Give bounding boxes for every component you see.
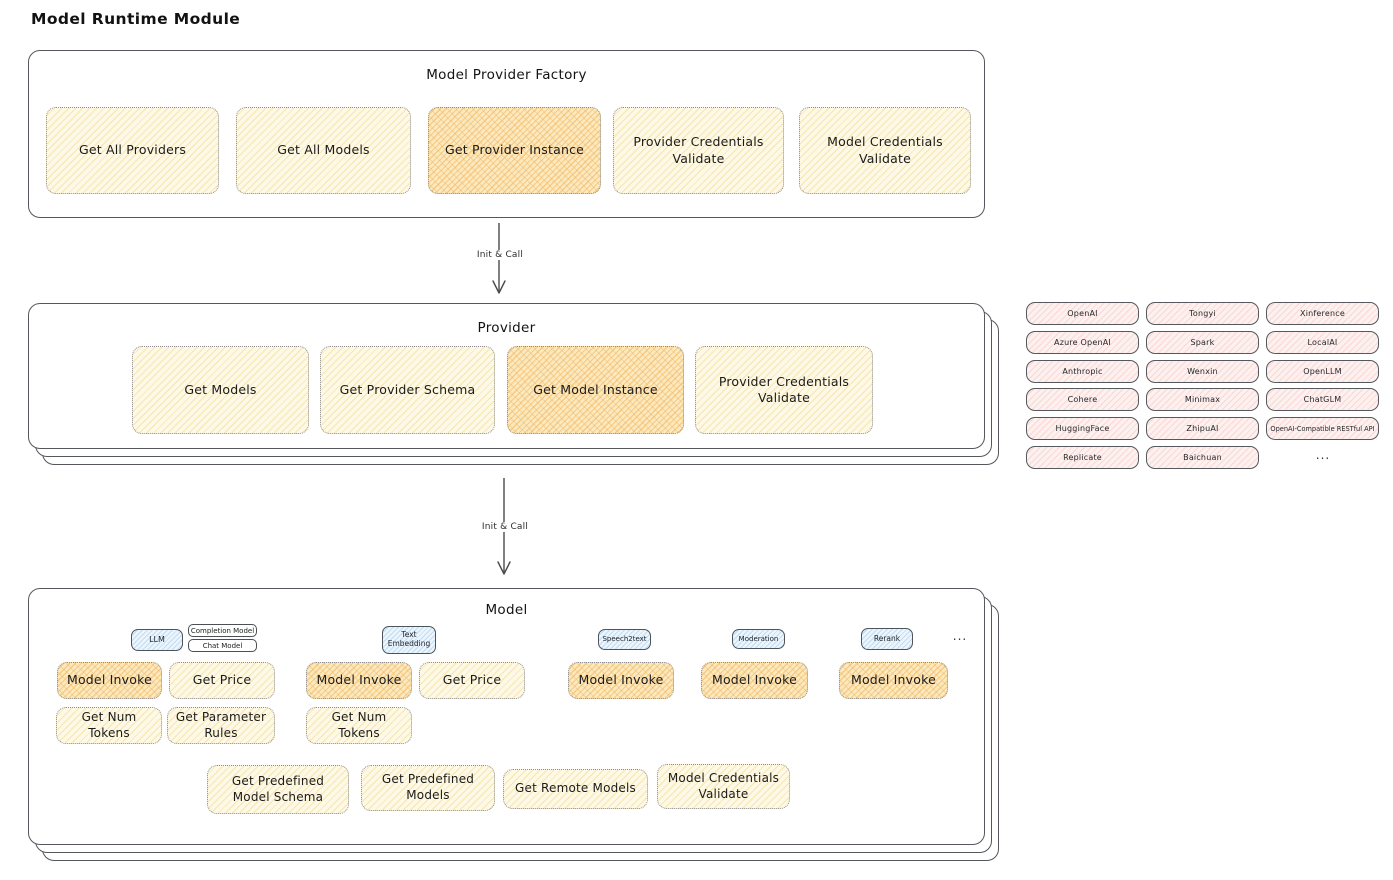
provider-chip-wenxin: Wenxin — [1146, 360, 1259, 383]
provider-chip-anthropic: Anthropic — [1026, 360, 1139, 383]
tag-moderation: Moderation — [732, 629, 785, 649]
tag-text-embedding: Text Embedding — [382, 626, 436, 654]
tag-chat-model: Chat Model — [188, 639, 257, 652]
provider-box-title: Provider — [477, 320, 536, 336]
model-tags-more: ... — [952, 629, 968, 643]
node-provider-credentials-validate-2: Provider Credentials Validate — [695, 346, 873, 434]
provider-chip-openai: OpenAI — [1026, 302, 1139, 325]
provider-chip-minimax: Minimax — [1146, 388, 1259, 411]
node-get-all-providers: Get All Providers — [46, 107, 219, 194]
provider-chip-xinference: Xinference — [1266, 302, 1379, 325]
provider-chip-spark: Spark — [1146, 331, 1259, 354]
provider-chip-openai-compatible-restful-api: OpenAI-Compatible RESTful API — [1266, 417, 1379, 440]
node-get-num-tokens-text-embedding: Get Num Tokens — [306, 707, 412, 744]
init-call-label-2: Init & Call — [473, 522, 537, 532]
node-get-provider-schema: Get Provider Schema — [320, 346, 495, 434]
node-get-provider-instance: Get Provider Instance — [428, 107, 601, 194]
provider-box: Provider Get Models Get Provider Schema … — [28, 303, 985, 449]
node-get-predefined-models: Get Predefined Models — [361, 765, 495, 811]
node-get-model-instance: Get Model Instance — [507, 346, 684, 434]
tag-rerank: Rerank — [861, 628, 913, 650]
node-model-credentials-validate-bottom: Model Credentials Validate — [657, 764, 790, 809]
provider-chip-localai: LocalAI — [1266, 331, 1379, 354]
node-get-models: Get Models — [132, 346, 309, 434]
node-get-predefined-model-schema: Get Predefined Model Schema — [207, 765, 349, 814]
node-model-invoke-rerank: Model Invoke — [839, 662, 948, 699]
arrow-down-icon — [492, 223, 506, 294]
node-get-remote-models: Get Remote Models — [503, 769, 648, 809]
provider-chip-replicate: Replicate — [1026, 446, 1139, 469]
provider-list-more: ... — [1315, 448, 1331, 462]
model-box: Model LLM Completion Model Chat Model Te… — [28, 588, 985, 845]
provider-chip-azure-openai: Azure OpenAI — [1026, 331, 1139, 354]
node-model-credentials-validate: Model Credentials Validate — [799, 107, 971, 194]
node-model-invoke-llm: Model Invoke — [57, 662, 162, 699]
provider-chip-baichuan: Baichuan — [1146, 446, 1259, 469]
node-get-num-tokens-llm: Get Num Tokens — [56, 707, 162, 744]
model-box-title: Model — [485, 602, 528, 618]
node-model-invoke-speech2text: Model Invoke — [568, 662, 674, 699]
node-model-invoke-moderation: Model Invoke — [701, 662, 808, 699]
provider-chip-huggingface: HuggingFace — [1026, 417, 1139, 440]
factory-box: Model Provider Factory Get All Providers… — [28, 50, 985, 218]
node-get-price-llm: Get Price — [169, 662, 275, 699]
provider-chip-zhipuai: ZhipuAI — [1146, 417, 1259, 440]
node-model-invoke-text-embedding: Model Invoke — [306, 662, 412, 699]
provider-chip-cohere: Cohere — [1026, 388, 1139, 411]
provider-chip-openllm: OpenLLM — [1266, 360, 1379, 383]
diagram-title: Model Runtime Module — [31, 10, 241, 28]
tag-llm: LLM — [131, 629, 183, 651]
init-call-label-1: Init & Call — [468, 250, 532, 260]
tag-completion-model: Completion Model — [188, 624, 257, 637]
node-get-parameter-rules: Get Parameter Rules — [167, 707, 275, 744]
provider-chip-tongyi: Tongyi — [1146, 302, 1259, 325]
factory-box-title: Model Provider Factory — [426, 67, 587, 83]
provider-chip-chatglm: ChatGLM — [1266, 388, 1379, 411]
tag-speech2text: Speech2text — [598, 629, 651, 650]
node-provider-credentials-validate: Provider Credentials Validate — [613, 107, 784, 194]
node-get-price-text-embedding: Get Price — [419, 662, 525, 699]
node-get-all-models: Get All Models — [236, 107, 411, 194]
